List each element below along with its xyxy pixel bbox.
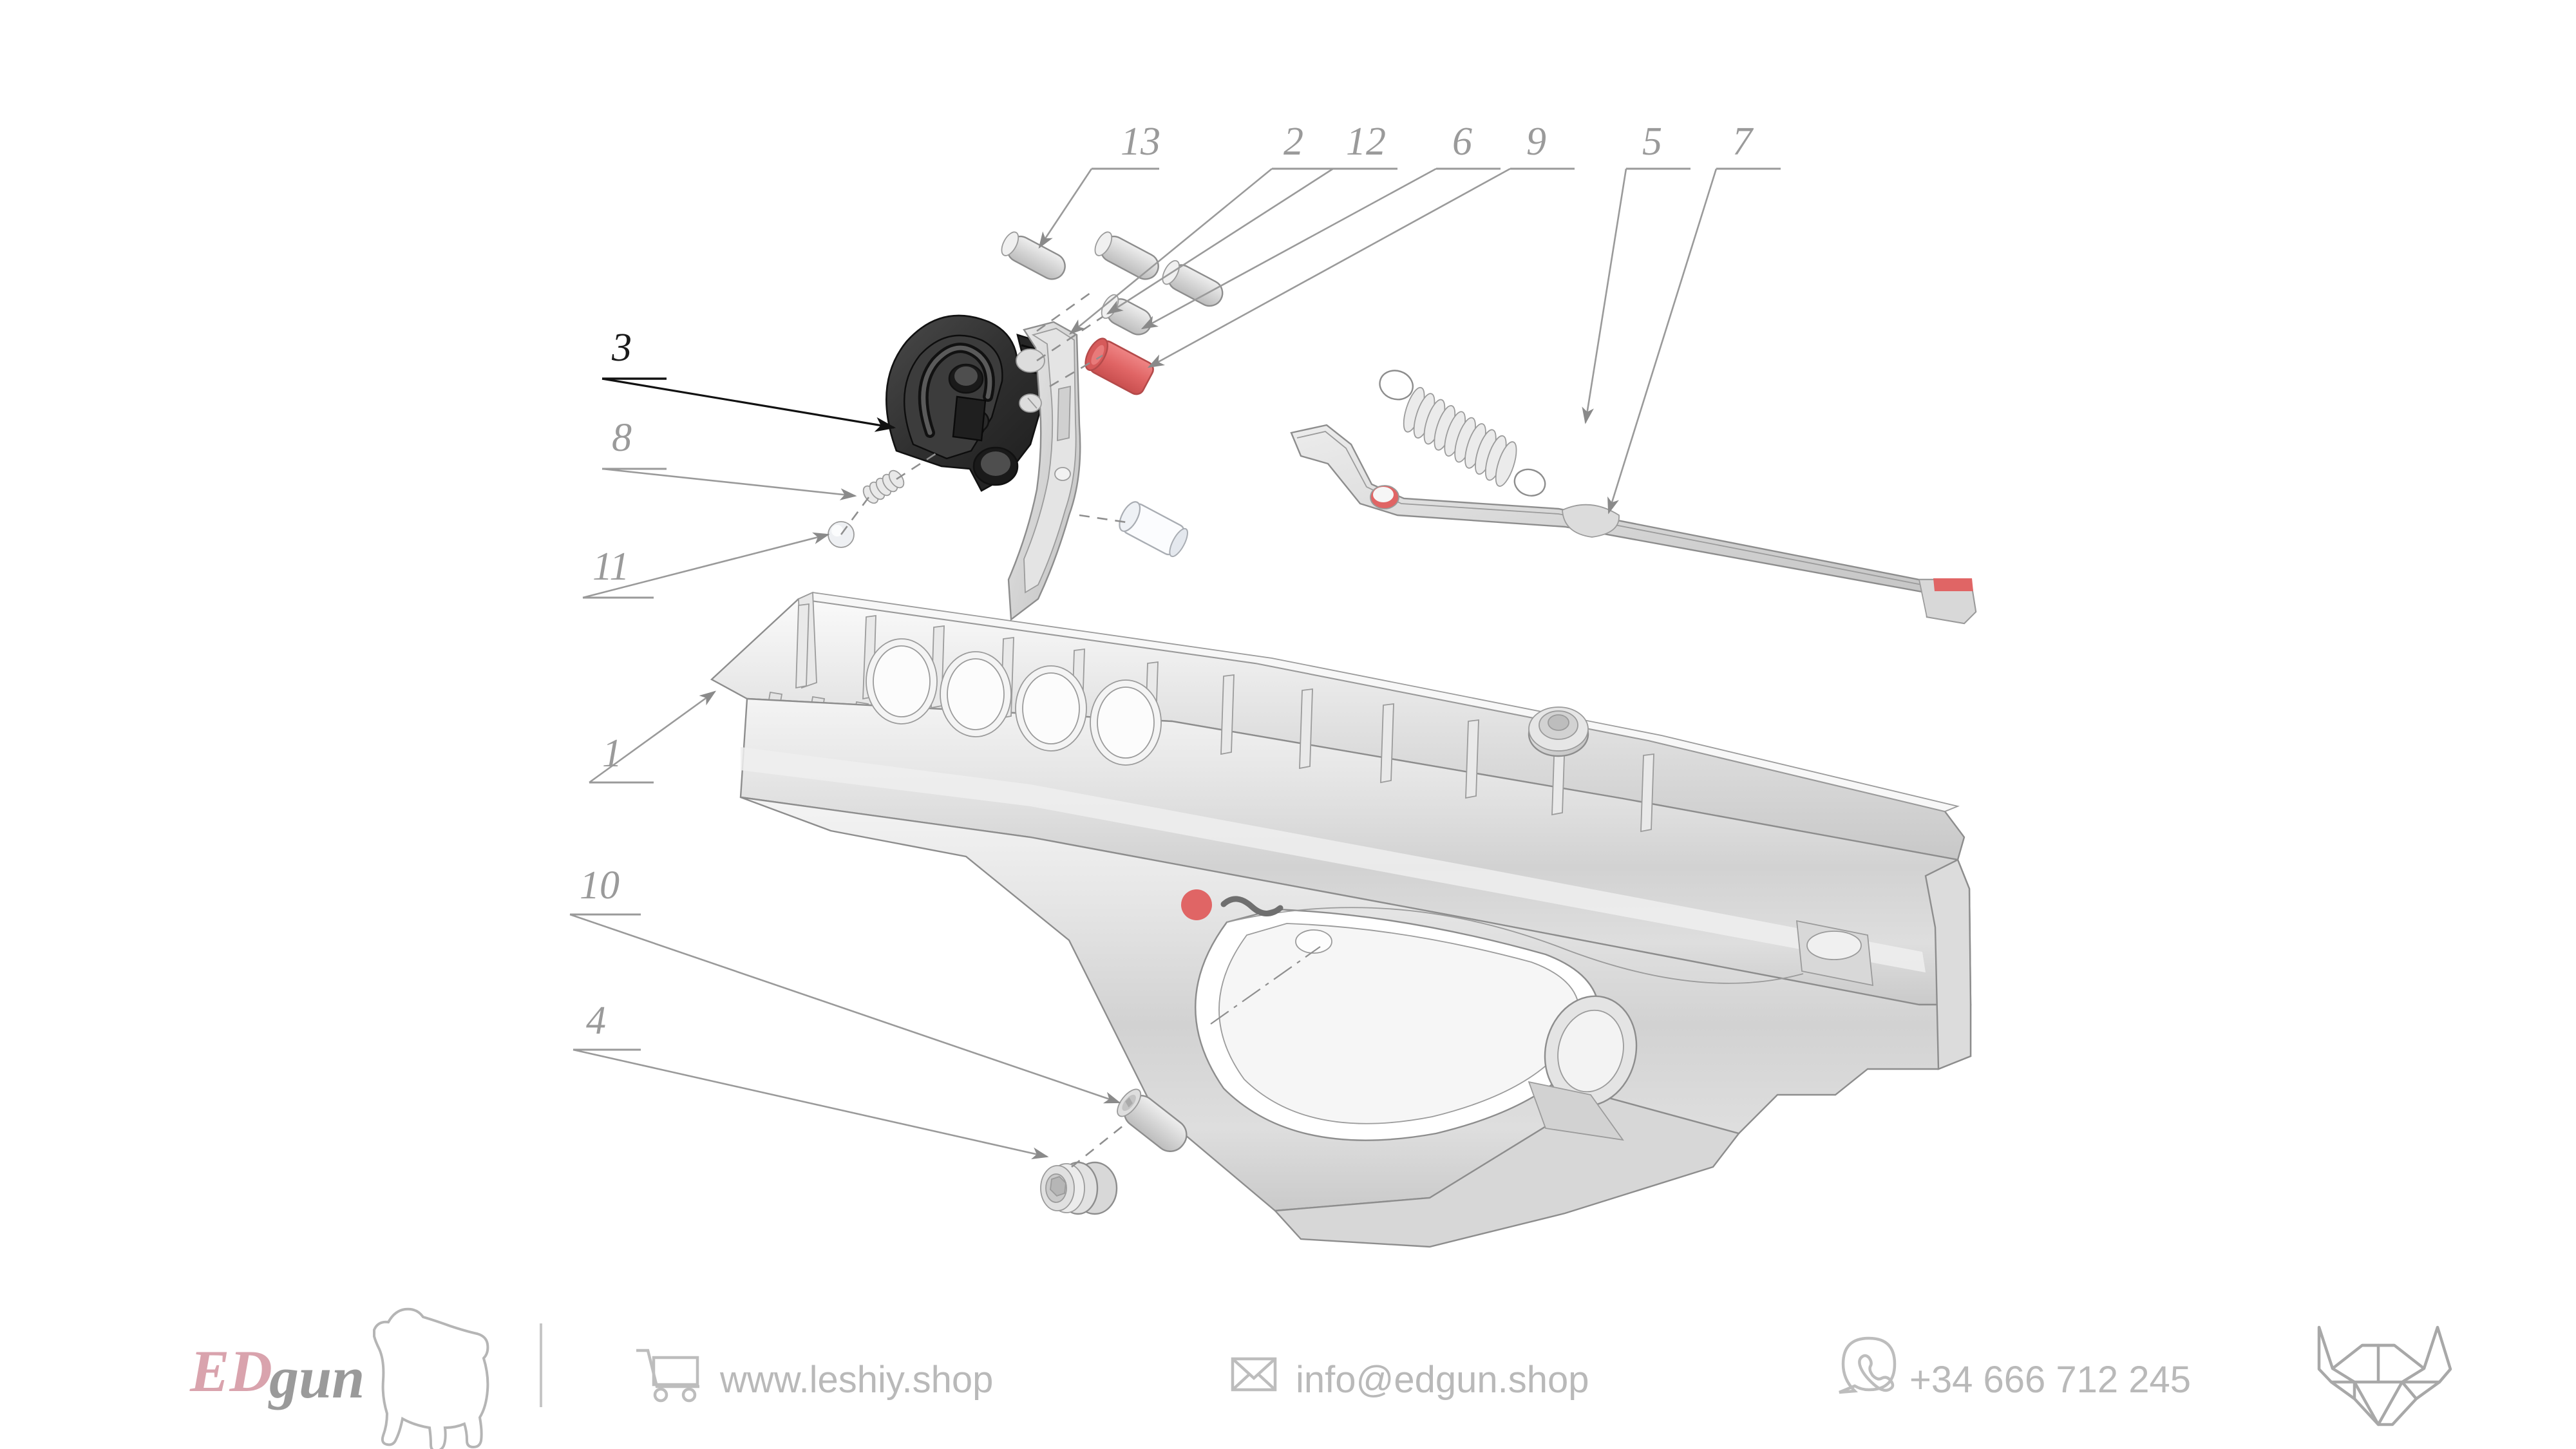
callout-4[interactable]: 4 xyxy=(573,999,1049,1159)
callout-1[interactable]: 1 xyxy=(589,690,717,784)
cart-icon xyxy=(636,1349,699,1403)
part-7-sear-bar xyxy=(1290,424,1977,625)
footer-item-website[interactable]: www.leshiy.shop xyxy=(636,1349,993,1403)
part-5-coil-spring xyxy=(1379,370,1546,497)
whatsapp-icon xyxy=(1839,1336,1897,1394)
callout-8-label: 8 xyxy=(612,416,632,460)
callout-2[interactable]: 2 xyxy=(1068,120,1336,335)
part-8-small-spring xyxy=(862,469,905,504)
callout-11[interactable]: 11 xyxy=(582,532,830,599)
callout-3-label: 3 xyxy=(611,326,632,370)
callout-9-label: 9 xyxy=(1526,120,1546,164)
footer: ED gun www.leshiy.shop xyxy=(189,1307,2452,1449)
callout-12-label: 12 xyxy=(1346,120,1386,164)
rail-boss xyxy=(1528,706,1589,757)
callout-7-label: 7 xyxy=(1732,120,1754,164)
callout-10[interactable]: 10 xyxy=(569,864,1121,1104)
footer-item-phone[interactable]: +34 666 712 245 xyxy=(1839,1336,2191,1401)
footer-phone-text: +34 666 712 245 xyxy=(1909,1359,2191,1401)
callout-12[interactable]: 12 xyxy=(1106,120,1397,315)
part-6-white-bushing xyxy=(1119,501,1188,558)
callout-10-label: 10 xyxy=(580,864,620,907)
envelope-icon xyxy=(1231,1357,1277,1392)
logo-gun-text: gun xyxy=(268,1345,365,1410)
callout-11-label: 11 xyxy=(592,545,629,589)
footer-item-email[interactable]: info@edgun.shop xyxy=(1231,1357,1589,1401)
callout-3[interactable]: 3 xyxy=(601,326,896,432)
callout-7[interactable]: 7 xyxy=(1607,120,1781,515)
part-1-receiver-chassis xyxy=(710,591,1972,1248)
callout-13-label: 13 xyxy=(1121,120,1160,164)
callout-13[interactable]: 13 xyxy=(1038,120,1160,249)
logo-ed-text: ED xyxy=(189,1338,272,1404)
callout-layer: 13 2 12 6 9 5 xyxy=(569,120,1781,1159)
red-indicator-dot xyxy=(1181,889,1212,920)
callout-8[interactable]: 8 xyxy=(601,416,857,500)
footer-email-text: info@edgun.shop xyxy=(1296,1359,1589,1401)
edgun-logo[interactable]: ED gun xyxy=(189,1307,489,1449)
callout-5-label: 5 xyxy=(1642,120,1662,164)
callout-4-label: 4 xyxy=(586,999,606,1043)
callout-9[interactable]: 9 xyxy=(1147,120,1575,368)
callout-2-label: 2 xyxy=(1283,120,1303,164)
callout-5[interactable]: 5 xyxy=(1582,120,1690,424)
part-4-threaded-bushing xyxy=(1040,1161,1118,1215)
pin-group xyxy=(1001,231,1224,336)
part-2-trigger-blade xyxy=(1007,321,1081,621)
footer-website-text: www.leshiy.shop xyxy=(719,1359,993,1401)
callout-1-label: 1 xyxy=(602,732,622,775)
callout-6[interactable]: 6 xyxy=(1141,120,1501,330)
part-10-pin-post xyxy=(1117,1088,1188,1152)
part-9-red-bushing xyxy=(1084,337,1154,395)
wolf-head-icon xyxy=(2317,1325,2452,1426)
callout-6-label: 6 xyxy=(1452,120,1472,164)
dog-silhouette-icon xyxy=(373,1307,489,1449)
